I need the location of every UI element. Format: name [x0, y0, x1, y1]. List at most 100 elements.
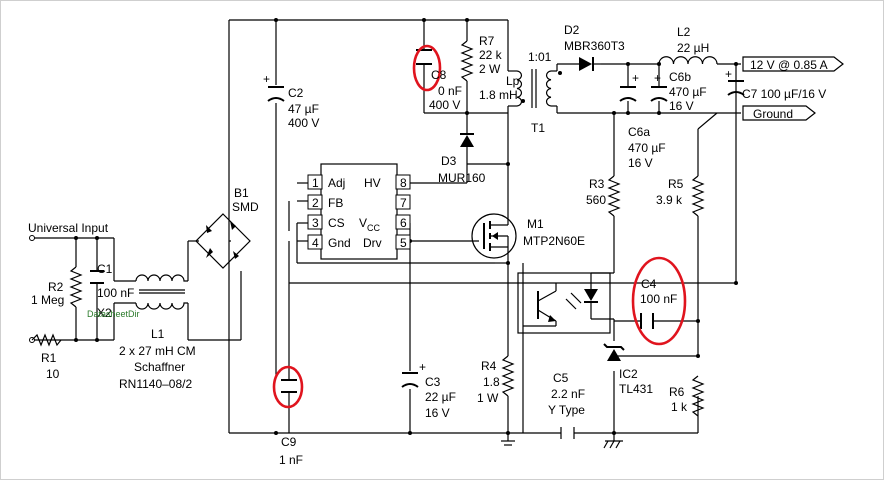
c2-label: C2	[288, 86, 304, 100]
c5-label: C5	[553, 371, 569, 385]
resistor-r3: R3 560	[586, 175, 621, 217]
ic-pin-5: 5	[400, 236, 407, 250]
output-12v-label: 12 V @ 0.85 A	[750, 58, 828, 72]
c8-value2: 400 V	[429, 98, 460, 112]
capacitor-c3: + C3 22 µF 16 V	[401, 360, 456, 420]
l1-label: L1	[151, 327, 165, 341]
r7-label: R7	[479, 34, 495, 48]
capacitor-c5: C5 2.2 nF Y Type	[548, 371, 585, 417]
resistor-r2: R2 1 Meg	[31, 266, 83, 308]
bridge-b1: B1 SMD	[195, 186, 259, 269]
c7-label: C7 100 µF/16 V	[742, 87, 826, 101]
l1-maker: Schaffner	[134, 360, 185, 374]
ic-label-gnd: Gnd	[328, 236, 351, 250]
optocoupler	[517, 272, 614, 334]
x2-label: X2	[97, 306, 112, 320]
c2-value1: 47 µF	[288, 102, 319, 116]
m1-label: M1	[527, 217, 544, 231]
r6-label: R6	[669, 385, 685, 399]
ic-pin-4: 4	[312, 236, 319, 250]
c5-value1: 2.2 nF	[551, 387, 585, 401]
choke-l1: L1 2 x 27 mH CM Schaffner RN1140–08/2	[119, 274, 196, 391]
c4-label: C4	[641, 277, 657, 291]
c3-plus: +	[419, 360, 426, 374]
lp-value: 1.8 mH	[479, 88, 518, 102]
r4-value1: 1.8	[483, 375, 500, 389]
diode-d2: D2 MBR360T3	[564, 23, 625, 71]
inductor-l2: L2 22 µH	[658, 25, 718, 65]
ic-label-vcc-sub: CC	[367, 223, 380, 233]
r3-value: 560	[586, 193, 606, 207]
d3-label: D3	[441, 154, 457, 168]
c5-value2: Y Type	[548, 403, 585, 417]
c6a-plus: +	[632, 71, 639, 85]
r1-value: 10	[46, 367, 60, 381]
watermark-text: DatasheetDir	[87, 309, 140, 319]
ic-pin-1: 1	[312, 176, 319, 190]
c2-value2: 400 V	[288, 116, 319, 130]
controller-ic: 1 2 3 4 8 7 6 5 Adj FB CS Gnd HV V CC Dr…	[307, 163, 411, 260]
c3-value2: 16 V	[425, 406, 450, 420]
r5-value: 3.9 k	[656, 193, 683, 207]
c6b-value1: 470 µF	[669, 85, 707, 99]
highlight-c8	[412, 44, 442, 92]
l1-value: 2 x 27 mH CM	[119, 344, 196, 358]
capacitor-c8: C8 0 nF 400 V	[412, 44, 462, 112]
b1-label: B1	[234, 186, 249, 200]
c1-value: 100 nF	[97, 286, 134, 300]
r2-label: R2	[48, 280, 64, 294]
r1-label: R1	[41, 351, 57, 365]
transformer-t1: 1:01 Lp 1.8 mH T1	[479, 50, 562, 135]
l2-value: 22 µH	[677, 41, 709, 55]
ic2-value: TL431	[619, 382, 653, 396]
resistor-r5: R5 3.9 k	[656, 175, 705, 217]
lp-label: Lp	[506, 74, 520, 88]
capacitor-c7: + C7 100 µF/16 V	[725, 67, 826, 101]
capacitor-c6a: + C6a 470 µF 16 V	[619, 71, 666, 170]
l2-label: L2	[677, 25, 691, 39]
c6b-label: C6b	[669, 70, 691, 84]
c8-label: C8	[431, 68, 447, 82]
c2-plus: +	[263, 72, 270, 86]
ic-label-hv: HV	[364, 176, 381, 190]
t1-label: T1	[531, 121, 545, 135]
d2-label: D2	[564, 23, 580, 37]
d2-value: MBR360T3	[564, 39, 625, 53]
capacitor-c9: C9 1 nF	[272, 283, 304, 467]
ic-label-fb: FB	[328, 196, 343, 210]
ic-pin-2: 2	[312, 196, 319, 210]
r3-label: R3	[589, 177, 605, 191]
c6a-label: C6a	[628, 125, 650, 139]
r4-value2: 1 W	[477, 391, 499, 405]
c3-label: C3	[425, 375, 441, 389]
resistor-r7: R7 22 k 2 W	[460, 34, 503, 82]
output-ground-tag: Ground	[742, 105, 816, 121]
capacitor-c1: C1 100 nF X2 DatasheetDir	[87, 262, 140, 320]
t1-ratio: 1:01	[528, 50, 552, 64]
c7-plus: +	[725, 67, 732, 81]
ic-label-adj: Adj	[328, 176, 345, 190]
capacitor-c6b: + C6b 470 µF 16 V	[650, 70, 707, 113]
diode-d3: D3 MUR160	[438, 133, 486, 185]
shunt-regulator-ic2: IC2 TL431	[603, 343, 653, 396]
highlight-c9	[272, 365, 304, 409]
r5-label: R5	[668, 177, 684, 191]
ic-label-drv: Drv	[363, 236, 382, 250]
c9-label: C9	[281, 435, 297, 449]
output-12v-tag: 12 V @ 0.85 A	[742, 56, 844, 72]
m1-value: MTP2N60E	[523, 234, 585, 248]
ic-pin-6: 6	[400, 216, 407, 230]
ic-pin-7: 7	[400, 196, 407, 210]
c6b-plus: +	[654, 71, 661, 85]
r4-label: R4	[481, 359, 497, 373]
c8-value: 0 nF	[438, 84, 462, 98]
ic-label-cs: CS	[328, 216, 345, 230]
r7-value1: 22 k	[479, 48, 503, 62]
ic-pin-3: 3	[312, 216, 319, 230]
resistor-r1: R1 10	[31, 333, 62, 381]
r6-value: 1 k	[671, 400, 688, 414]
mosfet-m1: M1 MTP2N60E	[471, 213, 585, 259]
c1-label: C1	[97, 262, 113, 276]
